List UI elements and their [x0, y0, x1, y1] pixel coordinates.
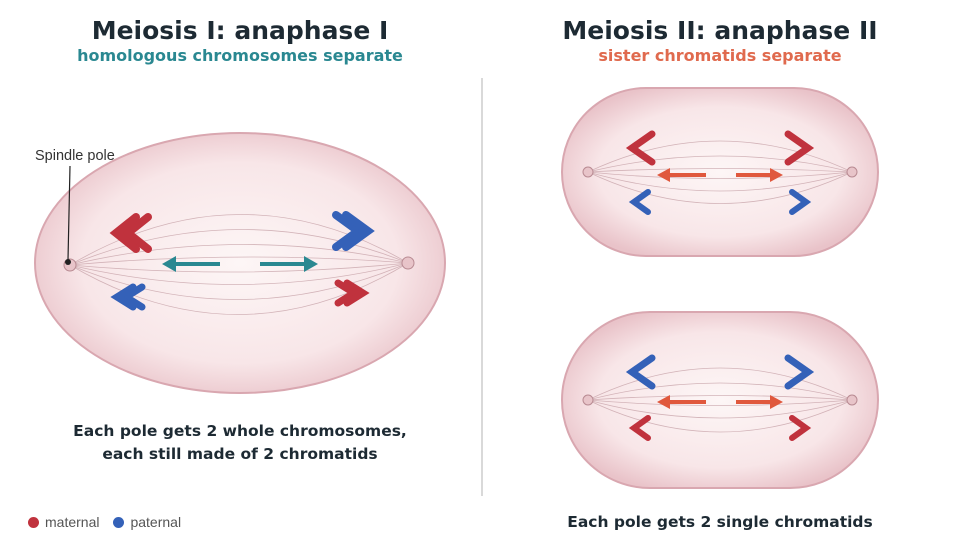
- maternal-chromatid-right: [784, 130, 815, 166]
- orange-arrow-right: [736, 168, 783, 182]
- orange-arrow-right: [736, 395, 783, 409]
- paternal-chromatid-right: [784, 354, 815, 390]
- meiosis-2-title: Meiosis II: anaphase II: [562, 16, 878, 45]
- legend-maternal-label: maternal: [45, 514, 100, 530]
- paternal-chromatid-right: [789, 189, 812, 215]
- maternal-dot: [28, 516, 39, 528]
- paternal-chromosome-left: [110, 283, 146, 311]
- cell-membrane: [561, 311, 879, 489]
- maternal-chromatid-left: [625, 130, 656, 166]
- orange-arrow-left: [657, 395, 706, 409]
- meiosis-2-caption: Each pole gets 2 single chromatids: [567, 513, 873, 531]
- paternal-chromosome-right: [332, 211, 375, 251]
- maternal-chromatid-right: [789, 415, 812, 441]
- meiosis-1-subtitle: homologous chromosomes separate: [77, 46, 403, 65]
- cell-membrane: [34, 132, 446, 394]
- meiosis-2-subtitle: sister chromatids separate: [598, 46, 842, 65]
- orange-arrow-left: [657, 168, 706, 182]
- teal-arrow-left: [162, 256, 220, 272]
- caption-line-1: Each pole gets 2 whole chromosomes,: [73, 422, 407, 440]
- legend-paternal: paternal: [113, 514, 181, 530]
- spindle-fibers: [587, 140, 853, 204]
- anaphase-1-cell: [34, 132, 446, 394]
- anaphase-2-cell-top: [561, 87, 879, 257]
- spindle-pole-right: [401, 256, 415, 270]
- maternal-chromatid-left: [628, 415, 651, 441]
- legend: maternal paternal: [28, 514, 195, 530]
- caption-line-2: each still made of 2 chromatids: [102, 445, 378, 463]
- legend-maternal: maternal: [28, 514, 99, 530]
- meiosis-1-title: Meiosis I: anaphase I: [91, 16, 389, 45]
- paternal-chromatid-left: [625, 354, 656, 390]
- panel-divider: [481, 78, 483, 496]
- meiosis-1-caption: Each pole gets 2 whole chromosomes, each…: [20, 420, 460, 466]
- spindle-fibers: [587, 367, 853, 433]
- anaphase-2-cell-bottom: [561, 311, 879, 489]
- legend-paternal-label: paternal: [130, 514, 182, 530]
- spindle-fibers: [69, 214, 409, 315]
- maternal-chromosome-right: [334, 279, 370, 307]
- paternal-chromatid-left: [628, 189, 651, 215]
- spindle-pole-label: Spindle pole: [35, 148, 115, 164]
- spindle-pole-leader: [65, 165, 71, 265]
- maternal-chromosome-left: [109, 213, 152, 253]
- teal-arrow-right: [260, 256, 318, 272]
- cell-membrane: [561, 87, 879, 257]
- paternal-dot: [113, 516, 125, 528]
